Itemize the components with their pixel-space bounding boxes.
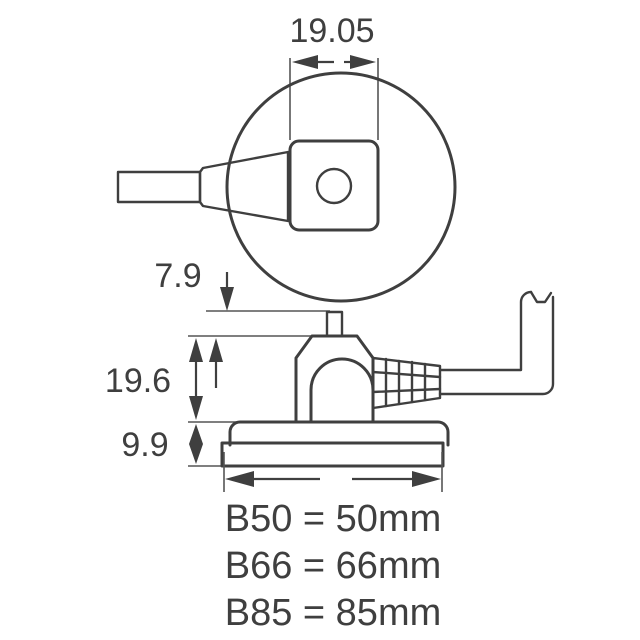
- dim-99-arrowhead-top: [189, 424, 203, 444]
- arch-cutout: [309, 357, 375, 422]
- housing-hole: [315, 167, 353, 205]
- dimension-post-height: [206, 272, 330, 312]
- cable-run-lower: [438, 295, 555, 396]
- legend-line-b50: B50 = 50mm: [225, 498, 442, 540]
- strain-relief-outline: [371, 356, 442, 410]
- housing-circle: [225, 71, 457, 303]
- strain-rib-h-bottom: [371, 387, 442, 394]
- dim-196-arrowhead-bottom: [189, 396, 203, 420]
- dim-label-body-height: 19.6: [105, 362, 171, 400]
- dimension-width-top: [289, 55, 379, 140]
- dim-196-arrowhead-top: [189, 338, 203, 362]
- legend-line-b85: B85 = 85mm: [225, 592, 442, 634]
- dim-99-arrowhead-bottom: [189, 444, 203, 464]
- cable-stub: [116, 170, 202, 204]
- arrow-head-right: [350, 55, 376, 69]
- arrow-head-left: [292, 55, 318, 69]
- dim-79-arrowhead: [220, 287, 234, 311]
- cable-taper: [198, 150, 290, 223]
- dim-base-arrowhead-right: [412, 471, 441, 487]
- base-lower: [220, 441, 445, 468]
- dim-label-base-height: 9.9: [121, 426, 168, 464]
- dimension-body-height: [188, 335, 330, 423]
- strain-relief: [371, 356, 442, 410]
- base-upper: [228, 420, 450, 447]
- dimension-base-width: [223, 452, 443, 492]
- top-view: [116, 71, 457, 303]
- cable-run-upper: [438, 290, 533, 372]
- legend-line-b66: B66 = 66mm: [225, 545, 442, 587]
- dimension-base-height: [188, 424, 226, 467]
- dim-label-post-height: 7.9: [154, 257, 201, 295]
- square-housing: [288, 139, 380, 232]
- strain-rib-h-top: [371, 370, 442, 379]
- side-view: [220, 290, 555, 468]
- dim-base-arrowhead-left: [225, 471, 254, 487]
- body-shoulder: [294, 334, 375, 424]
- cable-hook-notch: [529, 290, 553, 304]
- top-post: [325, 310, 344, 337]
- dim-inner-arrowhead: [209, 338, 223, 362]
- dim-label-width-top: 19.05: [289, 12, 374, 50]
